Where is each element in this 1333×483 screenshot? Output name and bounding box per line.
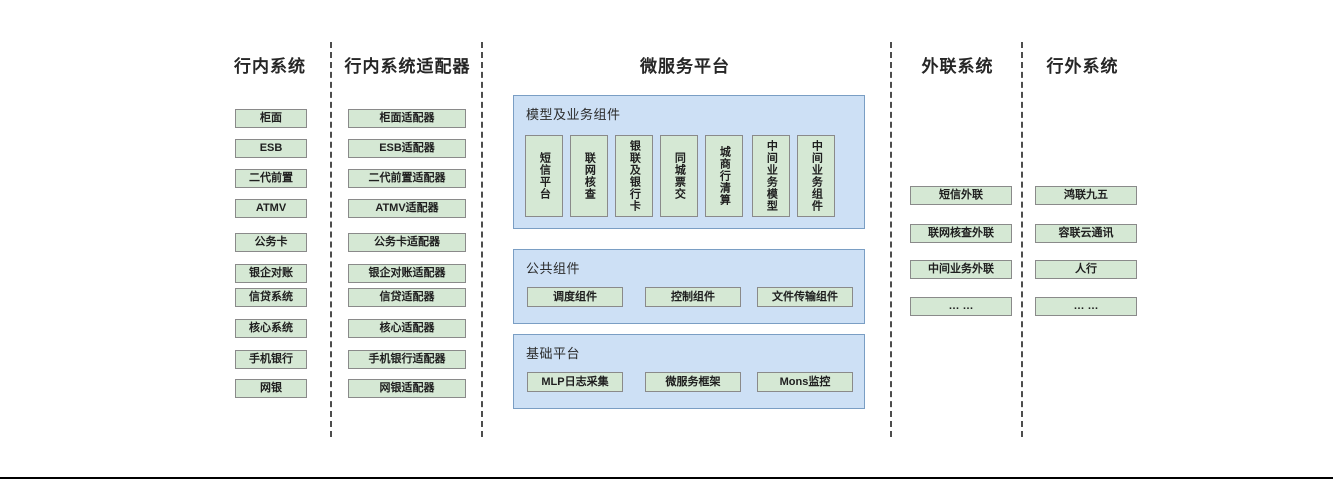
node-base-platform-1[interactable]: 微服务框架 bbox=[645, 372, 741, 392]
node-model-component-2[interactable]: 银联及银行卡 bbox=[615, 135, 653, 217]
node-internal-system-4[interactable]: 公务卡 bbox=[235, 233, 307, 252]
node-model-component-4[interactable]: 城商行清算 bbox=[705, 135, 743, 217]
node-model-component-0[interactable]: 短信平台 bbox=[525, 135, 563, 217]
column-divider-3 bbox=[890, 42, 892, 437]
panel-title-public-components: 公共组件 bbox=[526, 261, 581, 276]
node-internal-adapter-5[interactable]: 银企对账适配器 bbox=[348, 264, 466, 283]
node-public-component-0[interactable]: 调度组件 bbox=[527, 287, 623, 307]
column-title-outside-bank-systems: 行外系统 bbox=[1046, 57, 1119, 76]
node-outside-bank-1[interactable]: 容联云通讯 bbox=[1035, 224, 1137, 243]
node-outside-bank-2[interactable]: 人行 bbox=[1035, 260, 1137, 279]
column-title-internal-systems: 行内系统 bbox=[234, 57, 306, 76]
node-internal-adapter-8[interactable]: 手机银行适配器 bbox=[348, 350, 466, 369]
column-title-microservice-platform: 微服务平台 bbox=[640, 57, 730, 76]
column-divider-1 bbox=[330, 42, 332, 437]
node-internal-system-0[interactable]: 柜面 bbox=[235, 109, 307, 128]
node-internal-system-6[interactable]: 信贷系统 bbox=[235, 288, 307, 307]
node-internal-adapter-1[interactable]: ESB适配器 bbox=[348, 139, 466, 158]
panel-title-base-platform: 基础平台 bbox=[526, 346, 581, 361]
node-internal-adapter-6[interactable]: 信贷适配器 bbox=[348, 288, 466, 307]
node-internal-adapter-7[interactable]: 核心适配器 bbox=[348, 319, 466, 338]
node-model-component-1[interactable]: 联网核查 bbox=[570, 135, 608, 217]
node-internal-system-5[interactable]: 银企对账 bbox=[235, 264, 307, 283]
node-internal-system-1[interactable]: ESB bbox=[235, 139, 307, 158]
node-outside-bank-3[interactable]: … … bbox=[1035, 297, 1137, 316]
node-external-link-2[interactable]: 中间业务外联 bbox=[910, 260, 1012, 279]
node-base-platform-0[interactable]: MLP日志采集 bbox=[527, 372, 623, 392]
node-internal-system-8[interactable]: 手机银行 bbox=[235, 350, 307, 369]
node-internal-system-9[interactable]: 网银 bbox=[235, 379, 307, 398]
node-internal-adapter-9[interactable]: 网银适配器 bbox=[348, 379, 466, 398]
node-internal-system-7[interactable]: 核心系统 bbox=[235, 319, 307, 338]
node-model-component-5[interactable]: 中间业务模型 bbox=[752, 135, 790, 217]
node-external-link-0[interactable]: 短信外联 bbox=[910, 186, 1012, 205]
node-base-platform-2[interactable]: Mons监控 bbox=[757, 372, 853, 392]
footer-rule bbox=[0, 477, 1333, 479]
node-internal-system-3[interactable]: ATMV bbox=[235, 199, 307, 218]
node-public-component-2[interactable]: 文件传输组件 bbox=[757, 287, 853, 307]
node-internal-adapter-0[interactable]: 柜面适配器 bbox=[348, 109, 466, 128]
node-external-link-1[interactable]: 联网核查外联 bbox=[910, 224, 1012, 243]
node-external-link-3[interactable]: … … bbox=[910, 297, 1012, 316]
panel-base-platform: 基础平台 bbox=[513, 334, 865, 409]
node-internal-adapter-3[interactable]: ATMV适配器 bbox=[348, 199, 466, 218]
panel-public-components: 公共组件 bbox=[513, 249, 865, 324]
node-outside-bank-0[interactable]: 鸿联九五 bbox=[1035, 186, 1137, 205]
node-public-component-1[interactable]: 控制组件 bbox=[645, 287, 741, 307]
node-internal-adapter-2[interactable]: 二代前置适配器 bbox=[348, 169, 466, 188]
node-internal-system-2[interactable]: 二代前置 bbox=[235, 169, 307, 188]
node-internal-adapter-4[interactable]: 公务卡适配器 bbox=[348, 233, 466, 252]
column-title-external-link-systems: 外联系统 bbox=[921, 57, 994, 76]
column-title-internal-system-adapters: 行内系统适配器 bbox=[344, 57, 471, 76]
column-divider-4 bbox=[1021, 42, 1023, 437]
column-divider-2 bbox=[481, 42, 483, 437]
node-model-component-3[interactable]: 同城票交 bbox=[660, 135, 698, 217]
node-model-component-6[interactable]: 中间业务组件 bbox=[797, 135, 835, 217]
panel-title-model-business-components: 模型及业务组件 bbox=[526, 107, 621, 122]
